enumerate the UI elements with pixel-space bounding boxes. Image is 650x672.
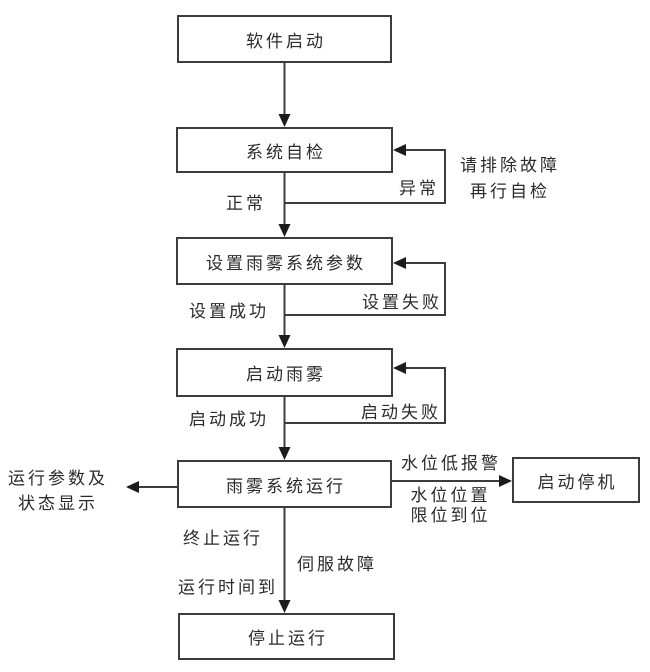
arrowhead-down-3 [278, 335, 291, 348]
edge-label-water-position-limit: 水位位置 限位到位 [403, 486, 498, 526]
arrowhead-left-3 [393, 362, 406, 374]
note-clear-fault-line2: 再行自检 [470, 182, 550, 201]
edge-label-normal: 正常 [226, 194, 266, 213]
arrowhead-left-2 [393, 257, 406, 269]
note-clear-fault-retry: 请排除故障 再行自检 [453, 153, 567, 205]
edge-label-start-fail: 启动失败 [361, 403, 441, 422]
label-run-params-line2: 状态显示 [18, 494, 98, 513]
edge-label-abnormal: 异常 [399, 179, 439, 198]
node-start-rainfog: 启动雨雾 [176, 348, 393, 397]
arrowhead-down-2 [278, 224, 291, 237]
arrowhead-right-1 [499, 475, 512, 487]
edge-label-start-success: 启动成功 [189, 410, 269, 429]
arrowhead-down-5 [278, 600, 291, 613]
edge-label-water-low-alarm: 水位低报警 [401, 454, 501, 473]
label-run-params-status-display: 运行参数及 状态显示 [2, 466, 114, 516]
loop-set-fail [284, 262, 446, 316]
edge-label-terminate-run: 终止运行 [183, 529, 263, 548]
arrowhead-left-4 [126, 481, 139, 493]
loop-abnormal-retry [284, 149, 446, 204]
edge-label-set-success: 设置成功 [189, 302, 269, 321]
note-clear-fault-line1: 请排除故障 [460, 156, 560, 175]
edge-label-set-fail: 设置失败 [362, 293, 442, 312]
arrowhead-down-4 [278, 447, 291, 460]
label-run-params-line1: 运行参数及 [8, 469, 108, 488]
arrowhead-left-1 [393, 144, 406, 156]
edge-label-run-time-up: 运行时间到 [178, 578, 278, 597]
edge-label-water-position-line1: 水位位置 [410, 486, 491, 505]
loop-start-fail [284, 367, 446, 424]
node-software-start: 软件启动 [177, 15, 392, 63]
node-system-self-check: 系统自检 [176, 127, 393, 173]
arrowhead-down-1 [278, 114, 291, 127]
node-start-shutdown: 启动停机 [512, 457, 640, 503]
edge-label-servo-fault: 伺服故障 [297, 555, 377, 574]
node-rainfog-system-running: 雨雾系统运行 [177, 460, 392, 508]
node-set-rainfog-params: 设置雨雾系统参数 [176, 237, 393, 285]
node-stop-running: 停止运行 [178, 613, 395, 660]
edge-label-water-position-line2: 限位到位 [410, 506, 491, 525]
